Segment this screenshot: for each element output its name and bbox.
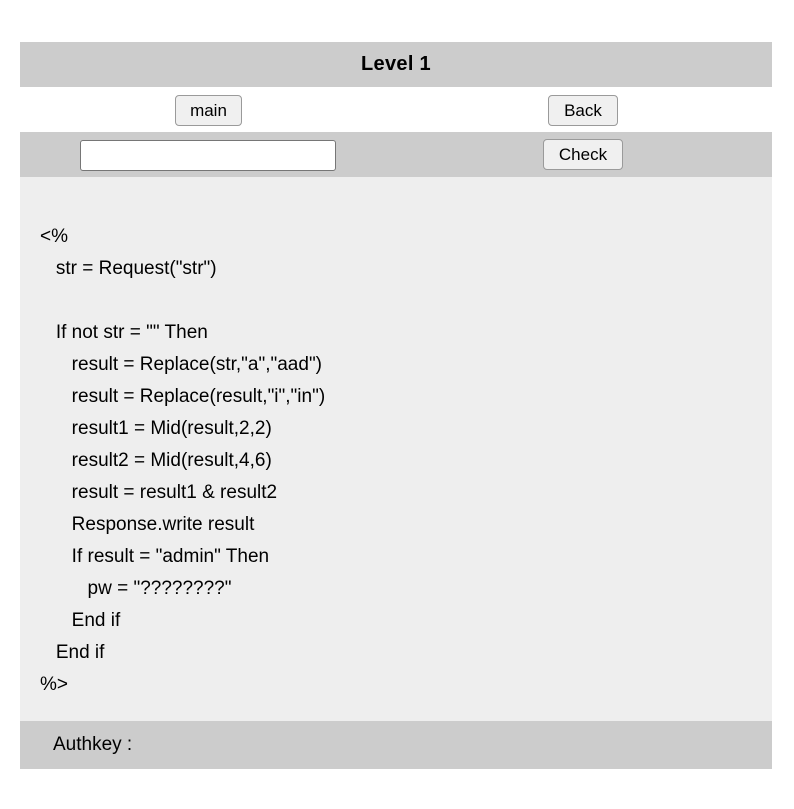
authkey-bar: Authkey :: [20, 721, 772, 769]
code-line: If result = "admin" Then: [40, 546, 270, 567]
source-code-block: <% str = Request("str") If not str = "" …: [20, 177, 772, 701]
code-line: <%: [40, 226, 68, 247]
answer-input[interactable]: [80, 140, 336, 171]
code-line: result2 = Mid(result,4,6): [40, 450, 272, 471]
code-line: result = result1 & result2: [40, 482, 278, 503]
code-line: str = Request("str"): [40, 258, 217, 279]
code-line: result1 = Mid(result,2,2): [40, 418, 272, 439]
answer-submit-bar: Check: [20, 132, 772, 177]
code-line: [40, 285, 772, 317]
authkey-label: Authkey :: [53, 734, 133, 755]
page-title: Level 1: [361, 53, 431, 75]
code-line: result = Replace(result,"i","in"): [40, 386, 326, 407]
back-button[interactable]: Back: [548, 95, 618, 126]
code-line: End if: [40, 610, 121, 631]
code-line: If not str = "" Then: [40, 322, 208, 343]
code-line: pw = "????????": [40, 578, 232, 599]
check-button[interactable]: Check: [543, 139, 623, 170]
source-code-panel: <% str = Request("str") If not str = "" …: [20, 177, 772, 721]
code-line: End if: [40, 642, 105, 663]
code-line: Response.write result: [40, 514, 255, 535]
main-button[interactable]: main: [175, 95, 242, 126]
code-line: result = Replace(str,"a","aad"): [40, 354, 323, 375]
code-line: %>: [40, 674, 68, 695]
level-title-bar: Level 1: [20, 42, 772, 87]
navigation-bar: main Back: [20, 87, 772, 132]
